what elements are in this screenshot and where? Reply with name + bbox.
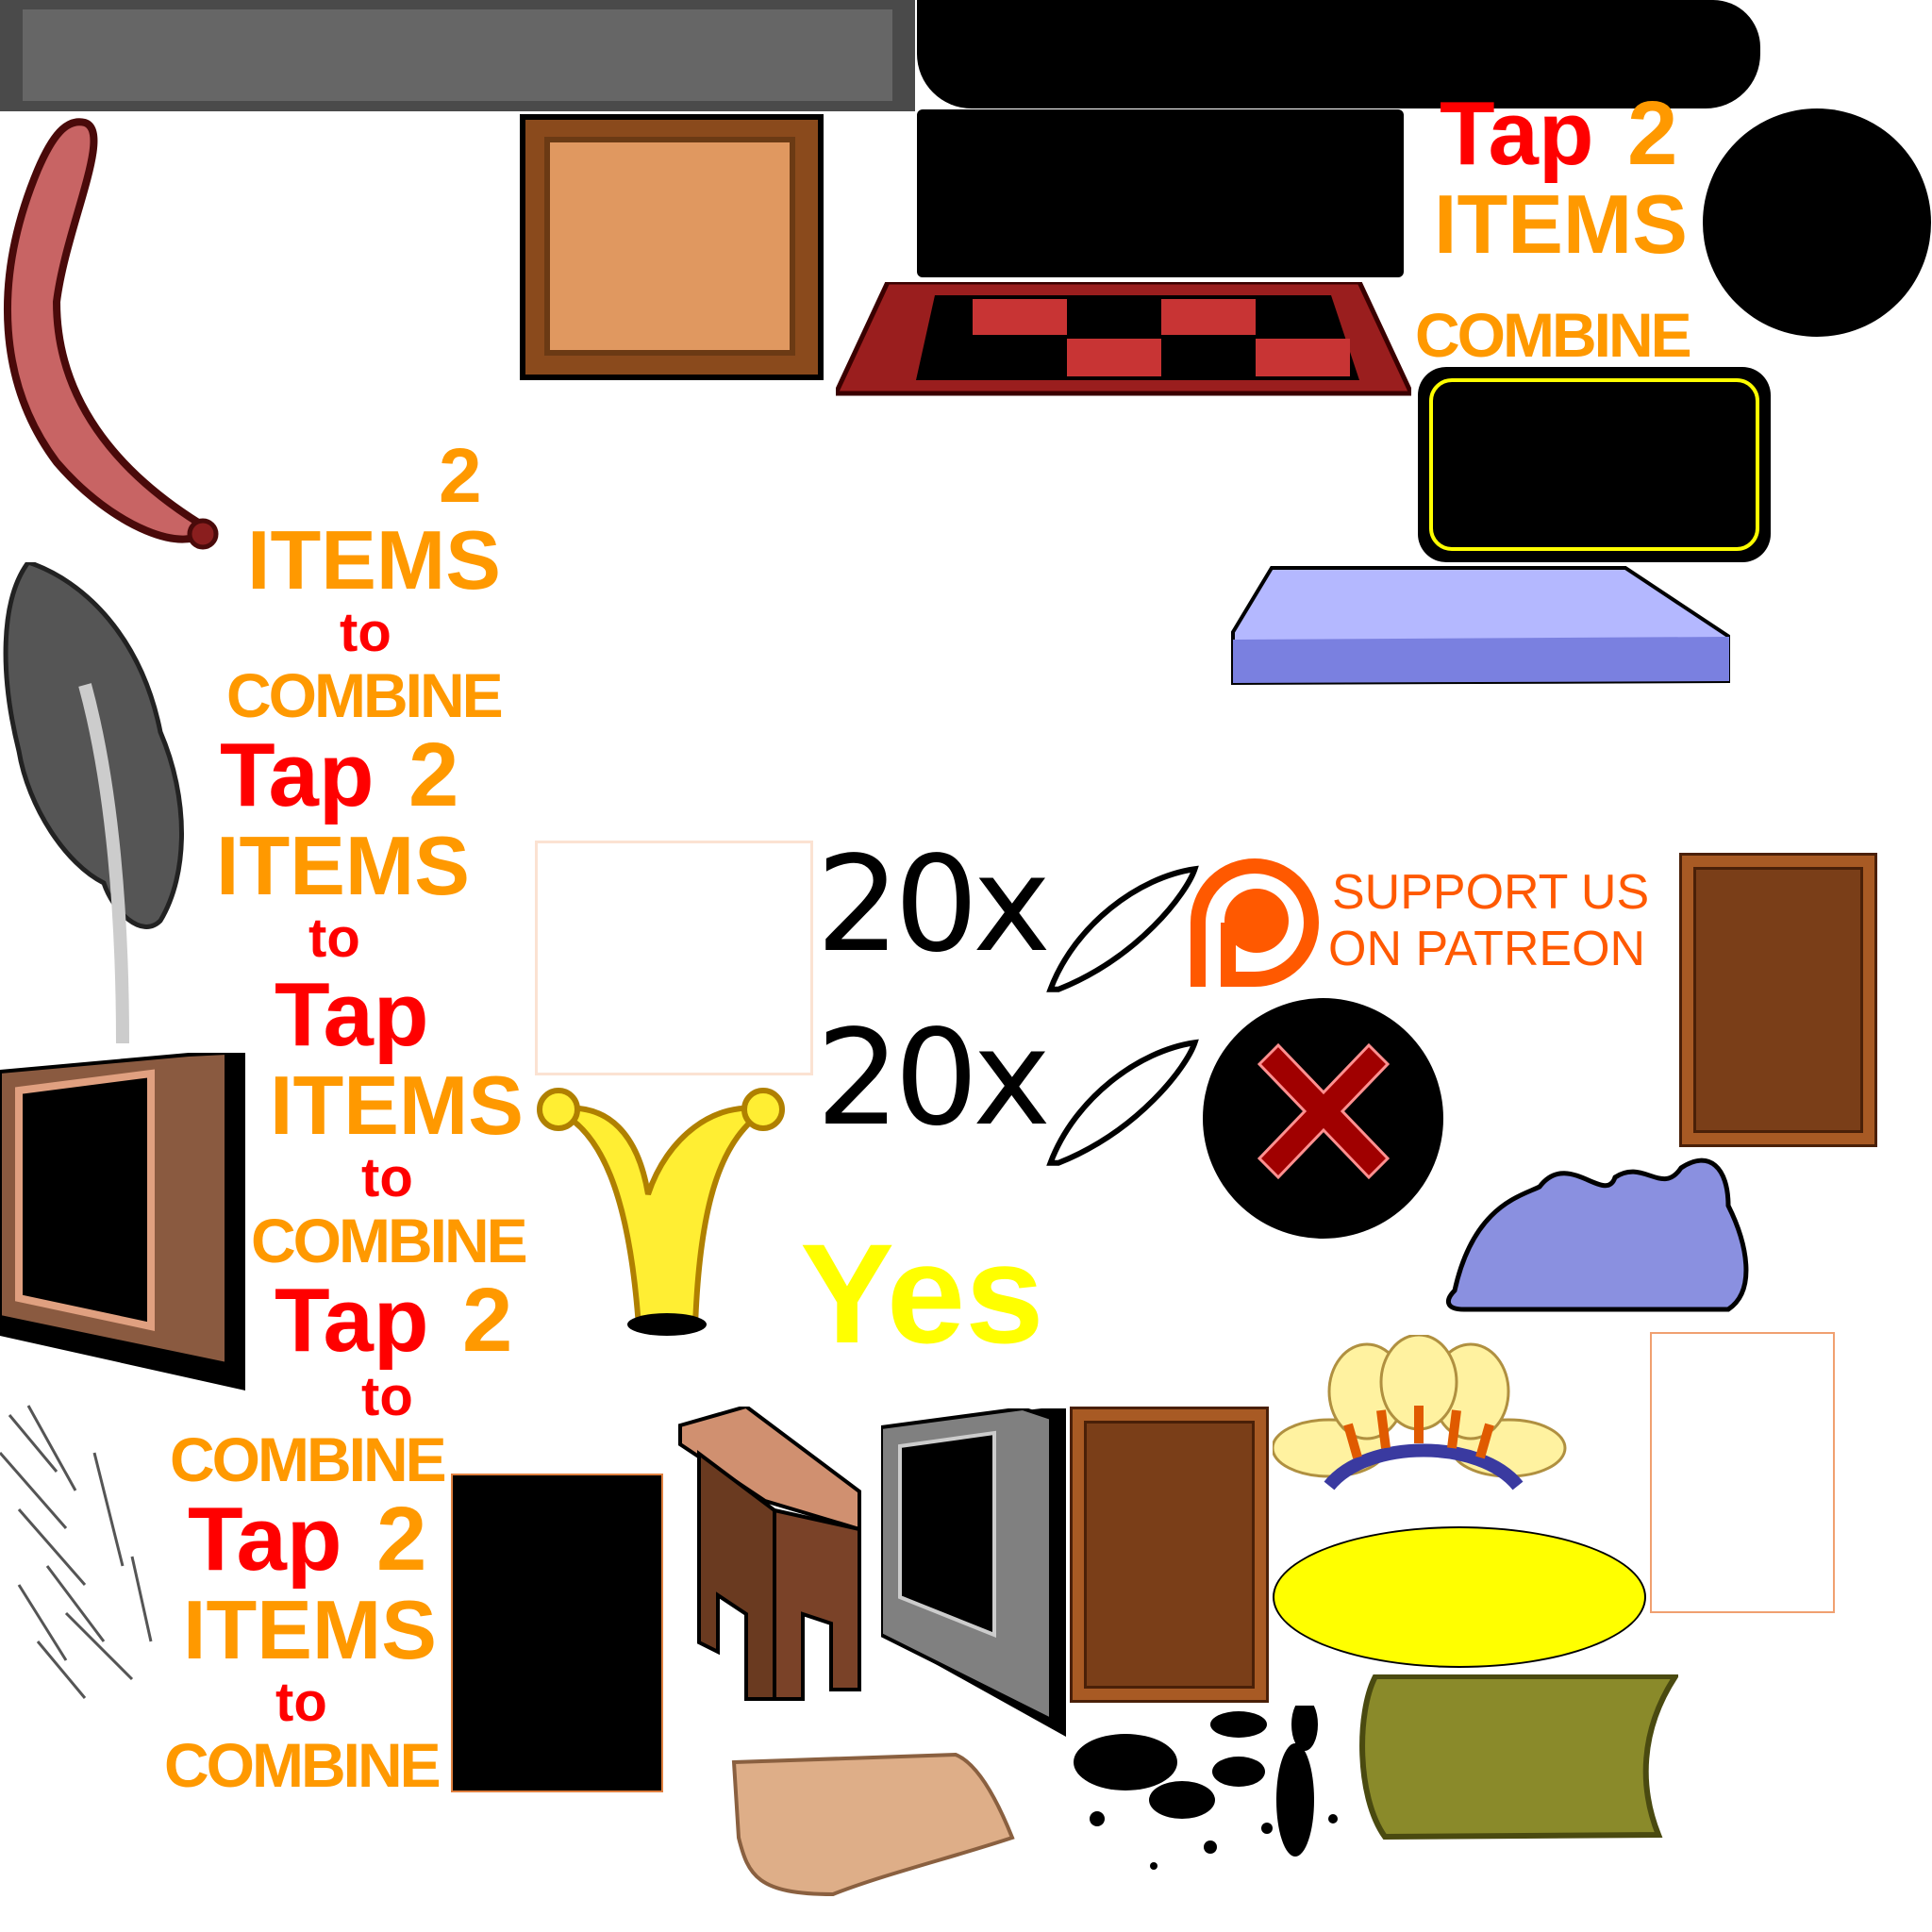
items-text: ITEMS: [183, 1583, 437, 1676]
yellow-ellipse: [1273, 1526, 1646, 1668]
sketch-feather: [0, 1396, 160, 1707]
checkered-rug: [836, 282, 1411, 402]
blue-cloth: [1445, 1149, 1757, 1330]
gray-bar-inner: [23, 9, 892, 101]
gray-feather: [0, 562, 195, 1048]
to-text: to: [361, 1366, 413, 1427]
tap-text: Tap: [188, 1489, 342, 1590]
close-icon: [1257, 1042, 1391, 1180]
red-hook: [0, 113, 223, 557]
items-text: ITEMS: [216, 819, 470, 912]
to-text: to: [361, 1147, 413, 1208]
tap-text: Tap: [1440, 83, 1594, 184]
patreon-button[interactable]: SUPPORT US ON PATREON: [1191, 858, 1672, 987]
to-text: to: [308, 908, 360, 969]
black-circle: [1703, 108, 1931, 337]
olive-sign: [1357, 1674, 1678, 1840]
patreon-line1: SUPPORT US: [1332, 865, 1650, 920]
brown-panel: [1679, 853, 1877, 1147]
combine-text: COMBINE: [164, 1730, 441, 1800]
to-text: to: [340, 602, 391, 663]
close-button[interactable]: [1203, 998, 1443, 1239]
two-text: 2: [1627, 83, 1678, 184]
two-text: 2: [408, 724, 459, 825]
combine-text: COMBINE: [251, 1206, 528, 1275]
gray-bar: [0, 0, 915, 111]
wooden-desk: [671, 1407, 878, 1704]
black-button-yellow-border: [1418, 367, 1771, 562]
to-text: to: [275, 1672, 327, 1733]
yellow-border: [1429, 378, 1759, 551]
black-rounded-bar: [917, 0, 1760, 108]
jester-hat: [535, 1081, 785, 1341]
combine-text: COMBINE: [170, 1424, 447, 1494]
feather-icon: [1046, 865, 1199, 992]
two-text: 2: [462, 1270, 513, 1371]
brown-panel-inner: [1693, 867, 1863, 1133]
brown-tv: [0, 1053, 245, 1391]
black-panel: [917, 109, 1404, 277]
count-row: 20x: [816, 1013, 1203, 1183]
picture-frame: [519, 113, 825, 383]
combine-text: COMBINE: [1415, 300, 1692, 370]
count-text: 20x: [816, 1002, 1051, 1156]
patreon-logo-icon: [1191, 858, 1319, 987]
blue-cushion: [1229, 566, 1730, 689]
tap-text: Tap: [275, 964, 429, 1065]
tap-text: Tap: [220, 724, 375, 825]
patreon-line2: ON PATREON: [1328, 922, 1646, 976]
items-text: ITEMS: [270, 1058, 524, 1152]
tap-text: Tap: [275, 1270, 429, 1371]
two-text: 2: [376, 1489, 427, 1590]
two-text: 2: [439, 433, 482, 519]
yes-text: Yes: [800, 1214, 1044, 1373]
parchment-paper: [729, 1753, 1016, 1897]
feather-icon: [1046, 1039, 1199, 1166]
blank-frame: [535, 841, 813, 1075]
items-text: ITEMS: [1434, 177, 1688, 271]
feather-headdress: [1273, 1335, 1567, 1521]
ink-splotches: [1069, 1706, 1354, 1904]
brown-panel-inner: [1084, 1421, 1255, 1689]
brown-panel: [1070, 1407, 1269, 1703]
count-text: 20x: [816, 828, 1051, 982]
combine-text: COMBINE: [226, 660, 504, 730]
blank-frame-orange: [1650, 1332, 1835, 1613]
black-card: [451, 1474, 663, 1792]
gray-tv: [881, 1408, 1066, 1737]
items-text: ITEMS: [247, 513, 501, 607]
count-row: 20x: [816, 840, 1203, 1009]
